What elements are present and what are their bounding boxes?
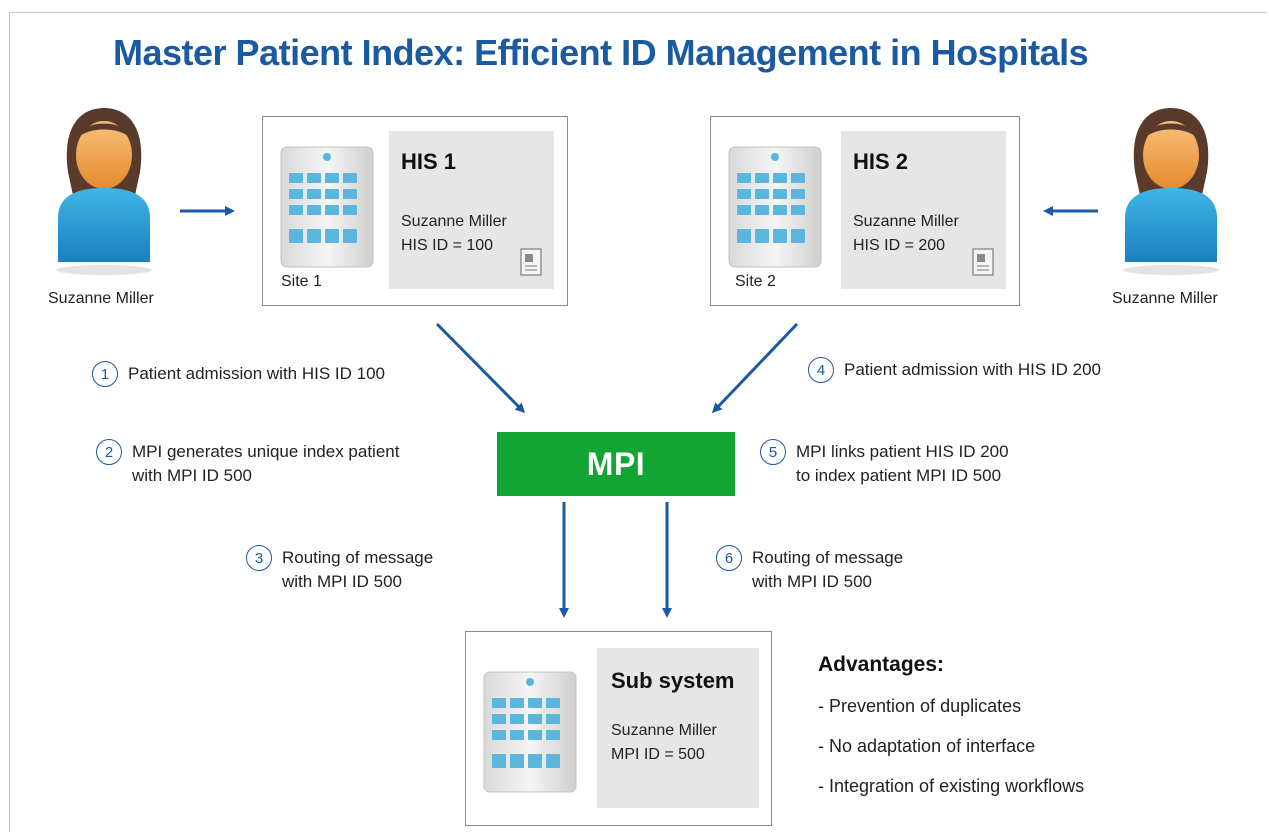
step-text: MPI generates unique index patient <box>132 442 400 461</box>
step-text: Routing of message <box>752 548 904 567</box>
arrow-his1-to-mpi <box>435 322 526 414</box>
his2-box: Site 2 HIS 2 Suzanne Miller HIS ID = 200 <box>710 116 1020 306</box>
his2-title: HIS 2 <box>853 149 909 174</box>
his1-box: Site 1 HIS 1 Suzanne Miller HIS ID = 100 <box>262 116 568 306</box>
his2-panel: HIS 2 Suzanne Miller HIS ID = 200 <box>841 131 1006 289</box>
subsystem-title: Sub system <box>611 668 735 693</box>
step-text: to index patient MPI ID 500 <box>796 466 1002 485</box>
step-text: with MPI ID 500 <box>282 572 402 591</box>
step-1: 1 Patient admission with HIS ID 100 <box>92 361 386 387</box>
step-number: 1 <box>92 361 118 387</box>
step-5: 5 MPI links patient HIS ID 200 to index … <box>760 439 1009 488</box>
patient-right-label: Suzanne Miller <box>1112 290 1218 307</box>
document-icon <box>520 248 542 276</box>
his1-title: HIS 1 <box>401 149 457 174</box>
arrow-his2-to-mpi <box>711 322 799 414</box>
his2-patient-name: Suzanne Miller <box>853 213 959 230</box>
person-icon <box>1123 108 1219 275</box>
patient-left-label: Suzanne Miller <box>48 290 154 307</box>
step-text: Patient admission with HIS ID 200 <box>844 360 1102 379</box>
advantage-item: - No adaptation of interface <box>818 736 1036 756</box>
person-icon <box>56 108 152 275</box>
step-text: with MPI ID 500 <box>752 572 872 591</box>
subsystem-patient-name: Suzanne Miller <box>611 722 717 739</box>
his2-site-label: Site 2 <box>735 273 776 290</box>
document-icon <box>972 248 994 276</box>
step-text: with MPI ID 500 <box>132 466 252 485</box>
step-6: 6 Routing of message with MPI ID 500 <box>716 545 904 594</box>
hospital-building-icon <box>280 146 374 268</box>
step-text: MPI links patient HIS ID 200 <box>796 442 1009 461</box>
subsystem-id: MPI ID = 500 <box>611 746 705 763</box>
step-4: 4 Patient admission with HIS ID 200 <box>808 357 1102 383</box>
step-number: 5 <box>760 439 786 465</box>
hospital-building-icon <box>483 671 577 793</box>
advantage-item: - Integration of existing workflows <box>818 776 1085 796</box>
his1-id: HIS ID = 100 <box>401 237 494 254</box>
step-3: 3 Routing of message with MPI ID 500 <box>246 545 434 594</box>
his1-panel: HIS 1 Suzanne Miller HIS ID = 100 <box>389 131 554 289</box>
step-text: Patient admission with HIS ID 100 <box>128 364 386 383</box>
page-title: Master Patient Index: Efficient ID Manag… <box>113 32 1089 73</box>
diagram-frame <box>9 12 1267 832</box>
subsystem-box: Sub system Suzanne Miller MPI ID = 500 <box>465 631 772 826</box>
his1-patient-name: Suzanne Miller <box>401 213 507 230</box>
advantage-item: - Prevention of duplicates <box>818 696 1022 716</box>
his2-id: HIS ID = 200 <box>853 237 946 254</box>
hospital-building-icon <box>728 146 822 268</box>
mpi-block: MPI <box>497 432 735 496</box>
step-number: 4 <box>808 357 834 383</box>
step-number: 2 <box>96 439 122 465</box>
step-number: 3 <box>246 545 272 571</box>
step-text: Routing of message <box>282 548 434 567</box>
his1-site-label: Site 1 <box>281 273 322 290</box>
step-2: 2 MPI generates unique index patient wit… <box>96 439 400 488</box>
subsystem-panel: Sub system Suzanne Miller MPI ID = 500 <box>597 648 759 808</box>
step-number: 6 <box>716 545 742 571</box>
advantages-heading: Advantages: <box>818 653 945 676</box>
